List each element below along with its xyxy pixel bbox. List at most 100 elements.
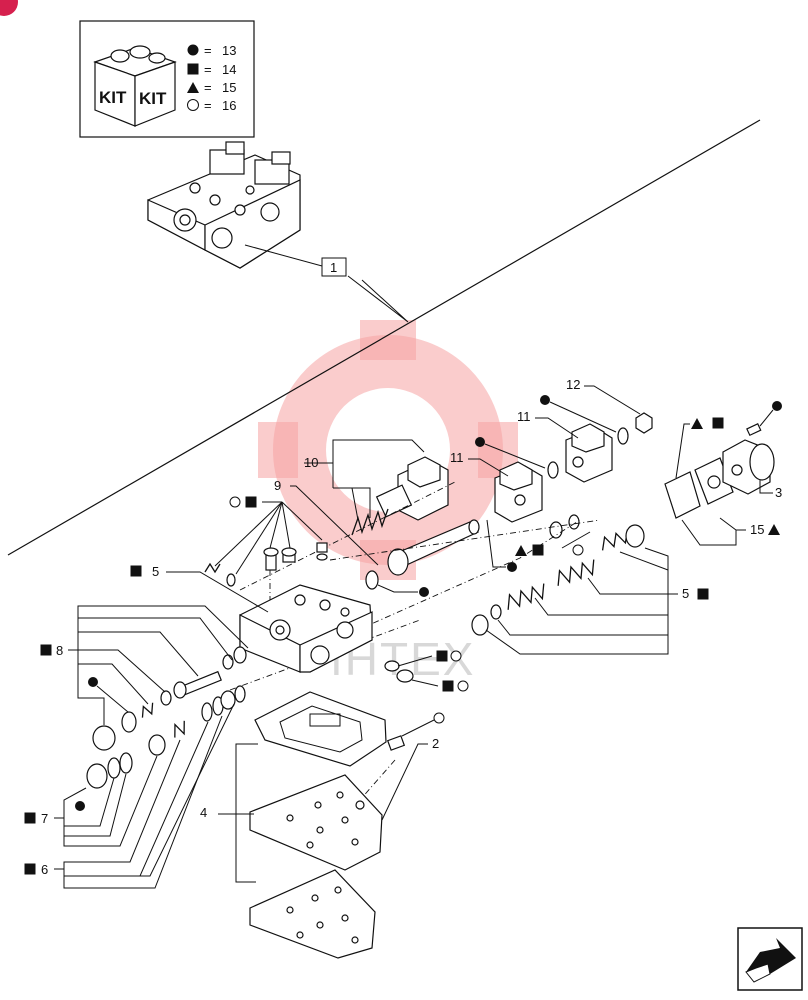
circle-filled-icon (772, 401, 782, 411)
spring-10 (351, 508, 389, 536)
badge-icon (0, 0, 18, 16)
kit-label-left: KIT (99, 88, 127, 107)
leader-11a (468, 458, 509, 477)
circle-filled-icon (507, 562, 517, 572)
gasket-4-top (254, 691, 387, 767)
solenoid-10 (375, 456, 449, 521)
callout-8: 8 (56, 643, 63, 658)
callout-5b: 5 (682, 586, 689, 601)
bolts-top (204, 542, 328, 587)
circle-open-icon (229, 496, 241, 508)
circle-open-icon (572, 544, 584, 556)
square-filled-icon (187, 63, 199, 75)
square-filled-icon (40, 644, 52, 656)
callout-4: 4 (200, 805, 207, 820)
square-filled-icon (532, 544, 544, 556)
legend-value-4: 16 (222, 98, 236, 113)
left-parts (86, 646, 247, 789)
square-filled-icon (24, 863, 36, 875)
triangle-filled-icon (187, 82, 199, 93)
valve-assembly-drawing (147, 141, 301, 269)
square-filled-icon (130, 565, 142, 577)
callout-2: 2 (432, 736, 439, 751)
triangle-filled-icon (515, 545, 527, 556)
legend-value-2: 14 (222, 62, 236, 77)
leader-10 (304, 439, 425, 464)
callout-6: 6 (41, 862, 48, 877)
nut-12 (635, 412, 653, 434)
solenoid-11-right (565, 423, 613, 483)
coil-3 (722, 439, 775, 495)
leader-12 (584, 385, 641, 415)
leader-1-to-divider (347, 275, 409, 323)
leader-5b-1 (644, 547, 678, 595)
leader-11b (535, 417, 579, 439)
leader-7a (54, 787, 87, 819)
bolt-2 (386, 735, 406, 751)
callout-7: 7 (41, 811, 48, 826)
callout-11b: 11 (517, 409, 531, 424)
legend-eq-2: = (204, 62, 212, 77)
square-filled-icon (442, 680, 454, 692)
leader-2 (381, 743, 428, 821)
circle-open-icon (450, 650, 462, 662)
circle-filled-icon (75, 801, 85, 811)
circle-open-icon (187, 99, 199, 111)
valve-body (239, 584, 373, 673)
circle-filled-icon (88, 677, 98, 687)
springs-5 (471, 514, 645, 636)
legend-value-3: 15 (222, 80, 236, 95)
circle-filled-icon (187, 44, 199, 56)
plug-2 (396, 669, 414, 683)
plate-4-bottom (249, 869, 376, 959)
legend-eq-3: = (204, 80, 212, 95)
watermark: IHTEX (258, 320, 518, 685)
callout-box-1 (321, 257, 347, 277)
circle-open-icon (457, 680, 469, 692)
legend-eq-4: = (204, 98, 212, 113)
triangle-filled-icon (768, 524, 780, 535)
circle-filled-icon (540, 395, 550, 405)
solenoid-11-left (494, 461, 543, 523)
o-ring-11a (547, 461, 559, 479)
leader-5a (166, 571, 269, 613)
square-filled-icon (436, 650, 448, 662)
square-filled-icon (697, 588, 709, 600)
circle-filled-icon (419, 587, 429, 597)
leader-15b (681, 519, 737, 546)
leader-3 (759, 480, 773, 494)
next-page-arrow-icon[interactable] (737, 927, 803, 991)
kit-box-icon (93, 45, 177, 127)
kit-legend: KIT KIT = 13 = 14 = 15 = 16 (79, 20, 255, 138)
screw-3 (746, 423, 762, 437)
callout-3: 3 (775, 485, 782, 500)
leader-4a (218, 743, 258, 815)
kit-label-right: KIT (139, 89, 167, 108)
legend-value-1: 13 (222, 43, 236, 58)
circle-open-icon (433, 712, 445, 724)
legend-eq-1: = (204, 43, 212, 58)
leader-15a (719, 517, 746, 531)
callout-15: 15 (750, 522, 764, 537)
callout-9: 9 (274, 478, 281, 493)
square-filled-icon (712, 417, 724, 429)
callout-12: 12 (566, 377, 580, 392)
circle-filled-icon (475, 437, 485, 447)
leader-8a (68, 605, 249, 651)
leader-9 (290, 485, 379, 566)
square-filled-icon (245, 496, 257, 508)
callout-11a: 11 (450, 450, 464, 465)
gasket (664, 471, 701, 519)
spool-9 (365, 519, 480, 590)
square-filled-icon (24, 812, 36, 824)
callout-5a: 5 (152, 564, 159, 579)
leader-6a (54, 739, 181, 870)
callout-1: 1 (330, 260, 337, 275)
divider-line (7, 119, 761, 556)
callout-10: 10 (304, 455, 318, 470)
o-ring-11b (617, 427, 629, 445)
plug-1 (384, 660, 400, 672)
plate-4-middle (249, 774, 383, 871)
triangle-filled-icon (691, 418, 703, 429)
